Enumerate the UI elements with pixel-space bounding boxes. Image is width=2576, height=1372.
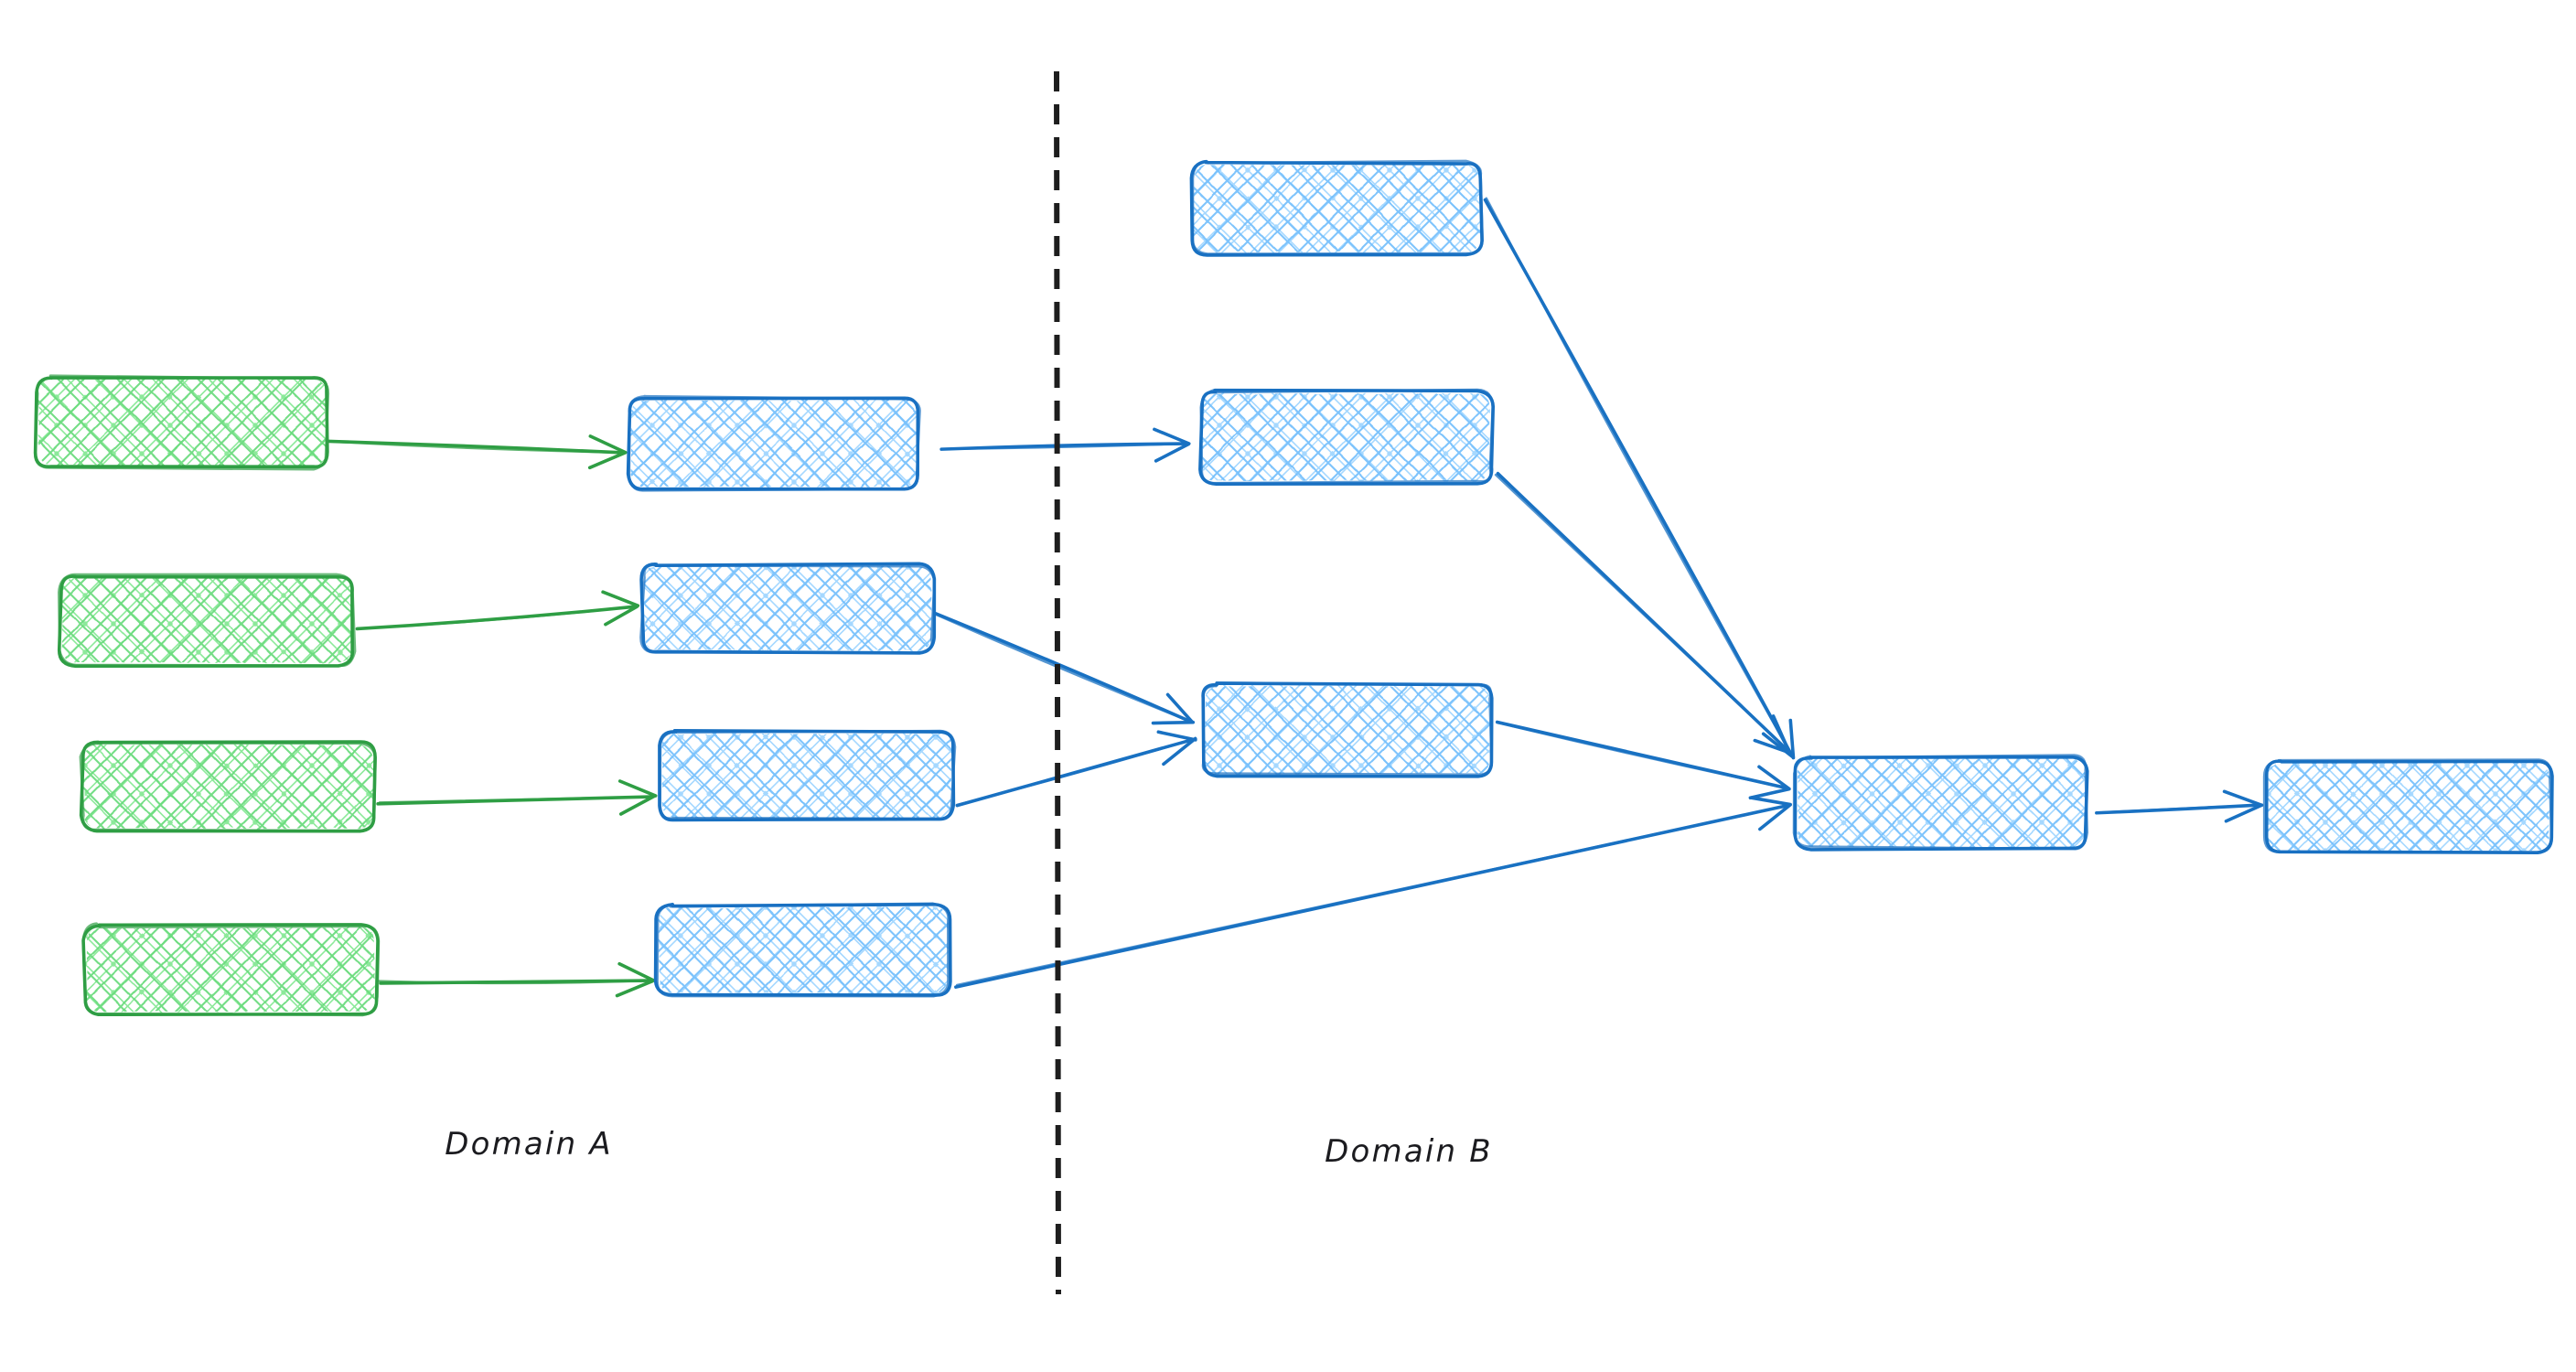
edge-shaft [1496, 721, 1787, 789]
arrowhead-barb-1 [1162, 736, 1197, 766]
edge-shaft [933, 613, 1191, 723]
edges-layer [327, 197, 2264, 998]
node-fill-hatch [38, 378, 327, 466]
edge-shaft [356, 606, 636, 630]
arrowhead-barb-2 [588, 434, 628, 455]
node-fill-hatch [86, 927, 375, 1013]
edge-m3-to-b3[interactable] [955, 730, 1197, 808]
node-outline [639, 563, 936, 655]
nodes-layer [33, 159, 2554, 1017]
node-outline [58, 573, 357, 667]
arrowhead-barb-1 [1154, 442, 1191, 463]
arrowhead-barb-2 [1156, 730, 1197, 742]
arrowhead-barb-2 [2222, 789, 2264, 808]
edge-shaft [378, 795, 653, 804]
arrowhead-barb-2 [1165, 692, 1195, 724]
node-fill-hatch [1202, 393, 1490, 481]
arrowhead-barb-1 [618, 794, 657, 816]
arrowhead-barb-2 [601, 590, 640, 608]
node-fill-hatch [1798, 758, 2086, 848]
edge-b4-to-b5[interactable] [2095, 789, 2264, 823]
edge-b2-to-b4[interactable] [1494, 471, 1791, 755]
node-outline [1792, 754, 2089, 851]
edge-a2-to-m2[interactable] [355, 590, 640, 631]
edge-b3-to-b4[interactable] [1495, 720, 1791, 800]
node-outline [2262, 758, 2553, 853]
edge-a4-to-m4[interactable] [378, 961, 656, 998]
arrowhead-barb-2 [1771, 714, 1791, 754]
arrowhead-barb-1 [1151, 720, 1196, 725]
node-a3[interactable] [79, 740, 377, 833]
node-b3[interactable] [1201, 681, 1494, 778]
node-outline [628, 394, 921, 492]
edge-shaft [1494, 473, 1788, 751]
node-b4[interactable] [1792, 754, 2089, 852]
node-fill-hatch [657, 906, 948, 994]
node-outline [1201, 681, 1493, 777]
node-outline [81, 922, 381, 1017]
edge-a1-to-m1[interactable] [327, 434, 628, 470]
edge-m2-to-b3[interactable] [933, 612, 1196, 725]
arrowhead-barb-2 [1757, 765, 1791, 790]
node-outline [656, 902, 950, 998]
arrowhead-barb-1 [604, 605, 639, 627]
domain-a-label: Domain A [445, 1126, 613, 1163]
node-fill-hatch [661, 733, 952, 819]
node-fill-hatch [630, 399, 918, 488]
edge-shaft [328, 440, 623, 455]
arrowhead-barb-1 [587, 451, 628, 470]
arrowhead-barb-2 [1749, 796, 1792, 807]
domain-b-label: Domain B [1325, 1133, 1493, 1170]
arrowhead-barb-2 [617, 961, 656, 982]
arrowhead-barb-1 [1758, 803, 1792, 831]
node-m2[interactable] [639, 562, 937, 655]
node-b2[interactable] [1198, 388, 1496, 486]
node-fill-hatch [644, 565, 932, 651]
node-b5[interactable] [2262, 758, 2554, 854]
arrowhead-barb-1 [1753, 738, 1791, 755]
node-a2[interactable] [57, 573, 357, 669]
divider-dashed-line [1054, 70, 1061, 1295]
node-fill-hatch [1193, 164, 1481, 252]
edge-shaft [378, 979, 651, 985]
node-m4[interactable] [653, 902, 952, 998]
node-outline [659, 729, 957, 820]
edge-shaft [2096, 803, 2259, 814]
arrowhead-barb-2 [1153, 427, 1191, 445]
edge-shaft [955, 804, 1788, 987]
edge-shaft [1485, 197, 1793, 756]
node-a4[interactable] [81, 922, 381, 1017]
domain-divider [1054, 70, 1061, 1295]
edge-b1-to-b4[interactable] [1483, 197, 1796, 760]
node-fill-hatch [82, 744, 374, 830]
node-b1[interactable] [1189, 159, 1484, 257]
arrowhead-barb-2 [617, 779, 658, 798]
node-fill-hatch [2268, 761, 2549, 852]
node-outline [79, 742, 377, 832]
node-fill-hatch [1204, 686, 1490, 776]
arrowhead-barb-1 [615, 979, 654, 998]
node-m3[interactable] [658, 729, 957, 822]
arrowhead-barb-1 [1748, 787, 1791, 800]
node-outline [653, 902, 952, 997]
edge-shaft [934, 612, 1192, 724]
arrowhead-barb-1 [2224, 803, 2264, 823]
node-outline [33, 374, 330, 471]
arrowhead-barb-2 [1788, 718, 1796, 760]
edge-a3-to-m3[interactable] [376, 779, 658, 816]
node-m1[interactable] [626, 394, 921, 492]
edge-m1-to-b2[interactable] [939, 427, 1191, 463]
edge-shaft [941, 442, 1187, 451]
edge-m4-to-b4[interactable] [954, 796, 1792, 989]
node-outline [1191, 159, 1484, 255]
node-fill-hatch [61, 577, 352, 663]
node-outline [1199, 388, 1495, 485]
node-a1[interactable] [33, 374, 330, 471]
edge-shaft [955, 738, 1193, 807]
